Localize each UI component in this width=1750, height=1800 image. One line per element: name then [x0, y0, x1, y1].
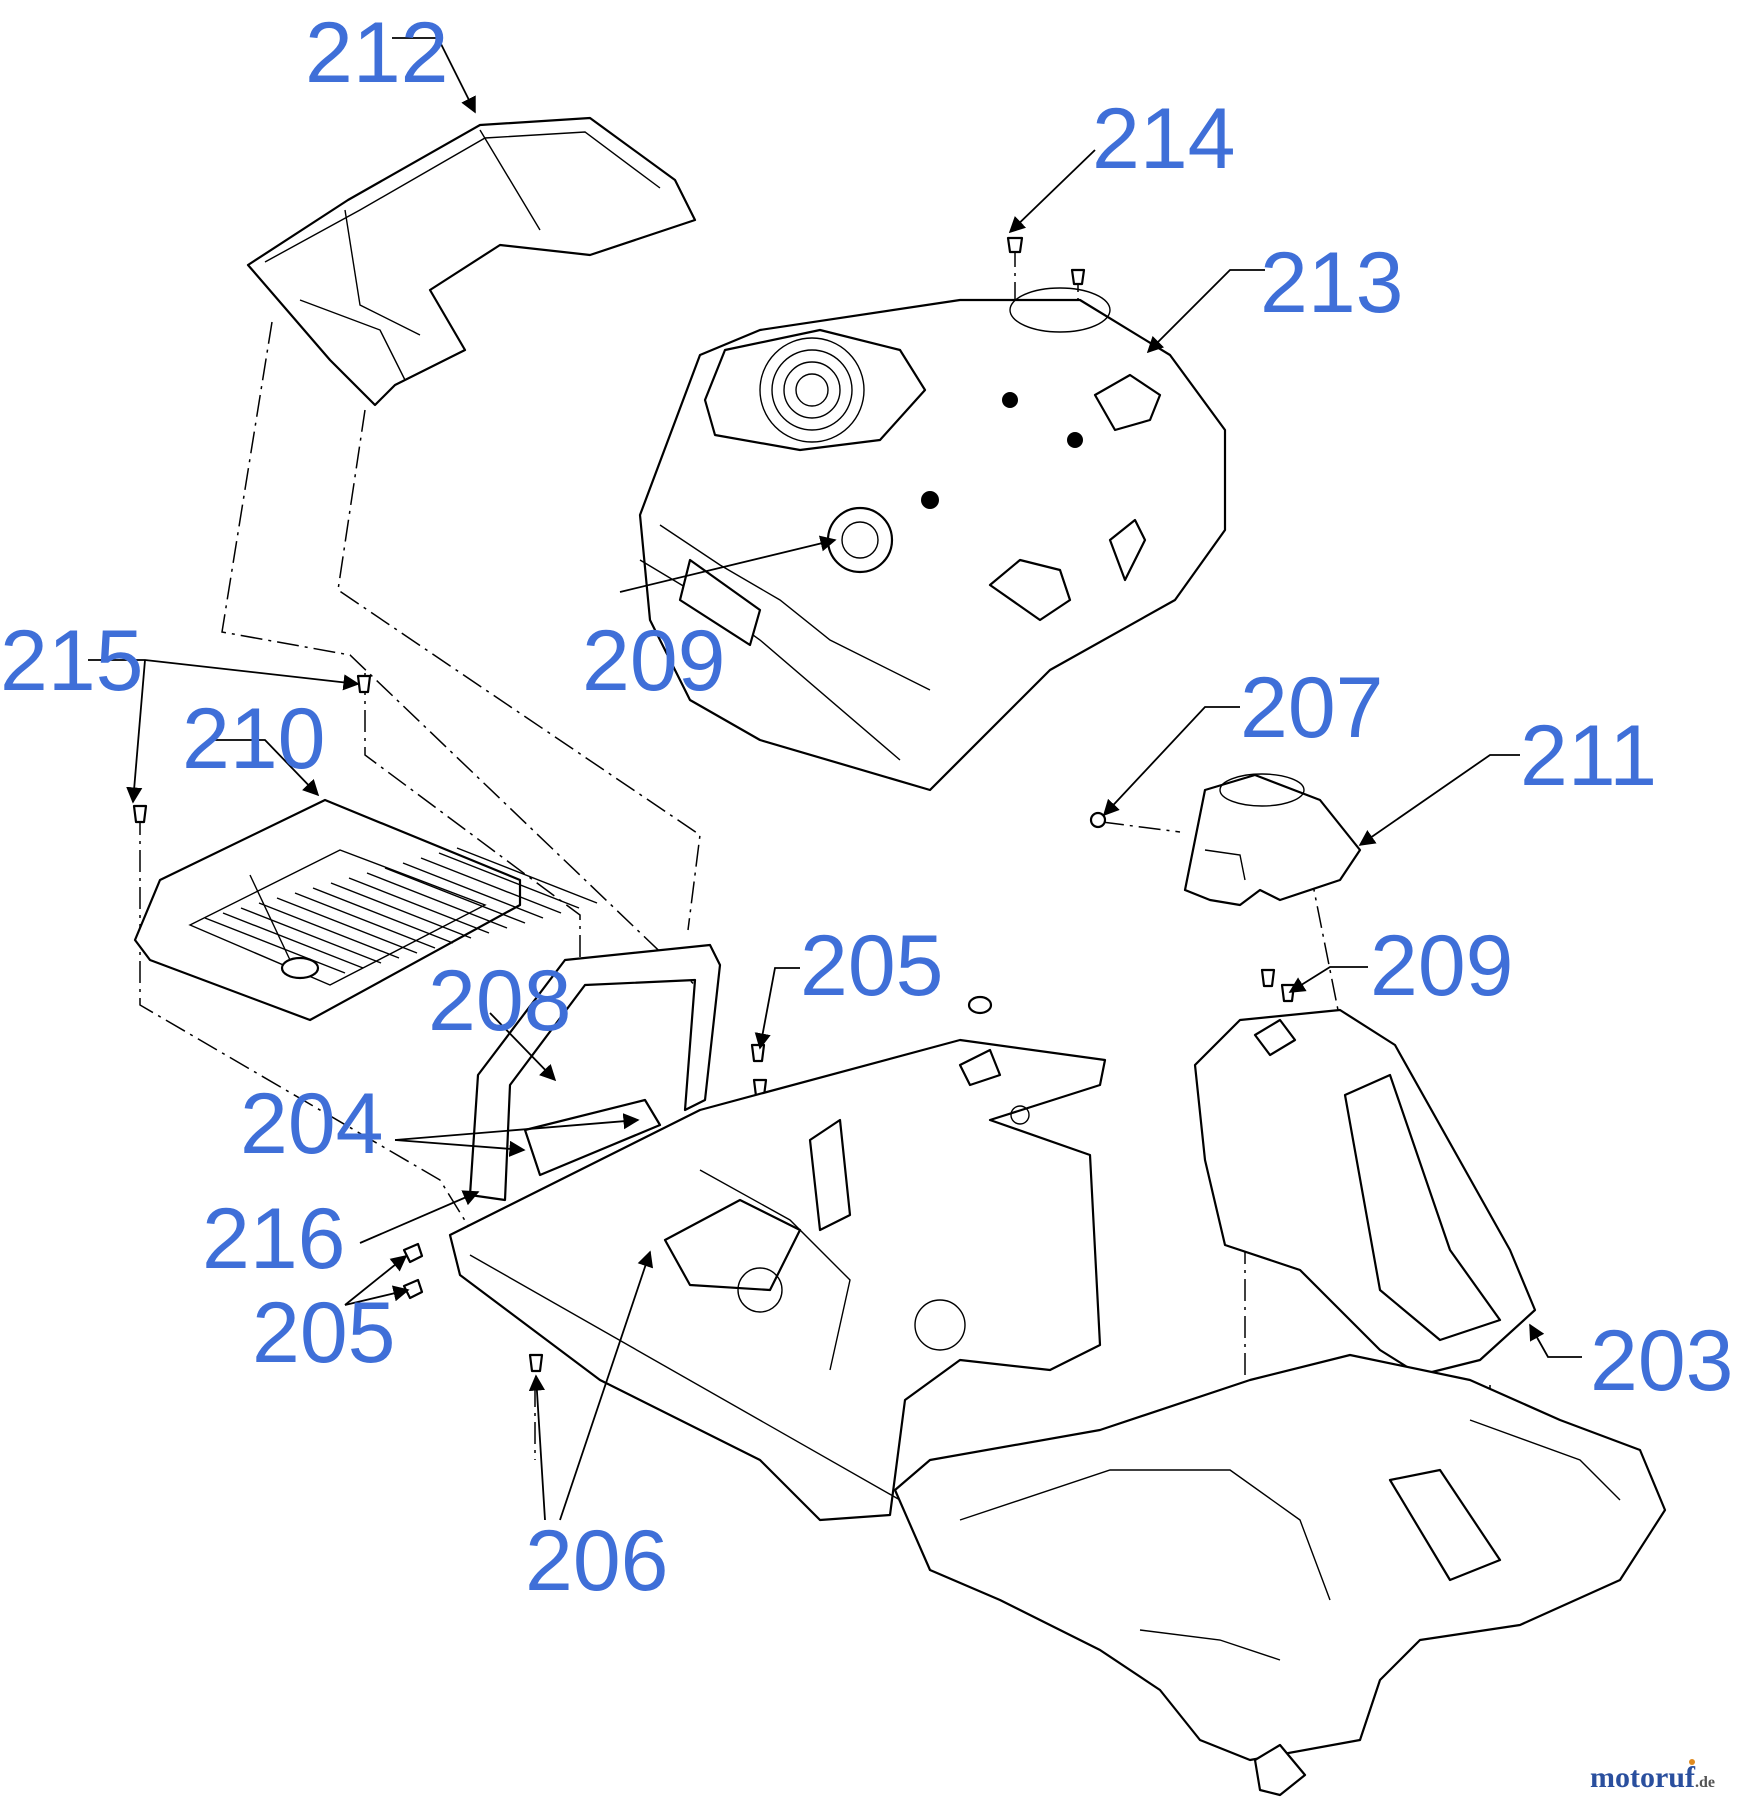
callout-212: 212 — [305, 5, 449, 101]
callout-205-bottom: 205 — [252, 1285, 396, 1381]
vent-slat — [420, 857, 562, 914]
callout-207: 207 — [1240, 660, 1384, 756]
footrest-part — [893, 1353, 1667, 1797]
leader-lines — [88, 37, 1582, 1521]
watermark-name: motoruf — [1590, 1761, 1696, 1794]
motoruf-watermark: motoruf.de — [1590, 1759, 1715, 1794]
callout-205-top: 205 — [800, 918, 944, 1014]
chassis-frame-part — [448, 1038, 1107, 1522]
callout-213: 213 — [1260, 235, 1404, 331]
vent-slat — [438, 852, 580, 909]
assembly-guide-lines — [139, 245, 1491, 1620]
watermark-suffix: .de — [1695, 1774, 1715, 1791]
vent-slat — [312, 887, 454, 944]
callout-215: 215 — [0, 613, 144, 709]
vent-slat — [240, 907, 382, 964]
vent-slat — [294, 892, 436, 949]
callout-203: 203 — [1590, 1313, 1734, 1409]
callout-214: 214 — [1092, 91, 1236, 187]
callout-206: 206 — [525, 1513, 669, 1609]
callout-209-hood: 209 — [582, 613, 726, 709]
callout-211: 211 — [1520, 708, 1657, 804]
vent-slat — [258, 902, 400, 959]
vent-slat — [330, 882, 472, 939]
callout-209-fender: 209 — [1370, 918, 1514, 1014]
rear-fender-part — [1193, 1008, 1537, 1377]
vent-slat — [348, 877, 490, 934]
callout-208: 208 — [428, 953, 572, 1049]
vent-slat — [384, 867, 526, 924]
rear-cover-part — [246, 116, 697, 407]
hood-part — [638, 287, 1227, 792]
vent-slat — [204, 917, 346, 974]
battery-cover-part — [133, 798, 598, 1022]
control-shroud-part — [1183, 773, 1362, 907]
vent-slat — [276, 897, 418, 954]
callout-210: 210 — [182, 691, 326, 787]
callout-labels: 212 214 213 209 215 210 207 211 205 209 … — [0, 5, 1734, 1609]
vent-slat — [402, 862, 544, 919]
callout-204: 204 — [240, 1076, 384, 1172]
callout-216: 216 — [202, 1191, 346, 1287]
svg-text:motoruf.de: motoruf.de — [1590, 1761, 1715, 1794]
vent-slat — [366, 872, 508, 929]
vent-slat — [456, 847, 598, 904]
vent-slat — [222, 912, 364, 969]
